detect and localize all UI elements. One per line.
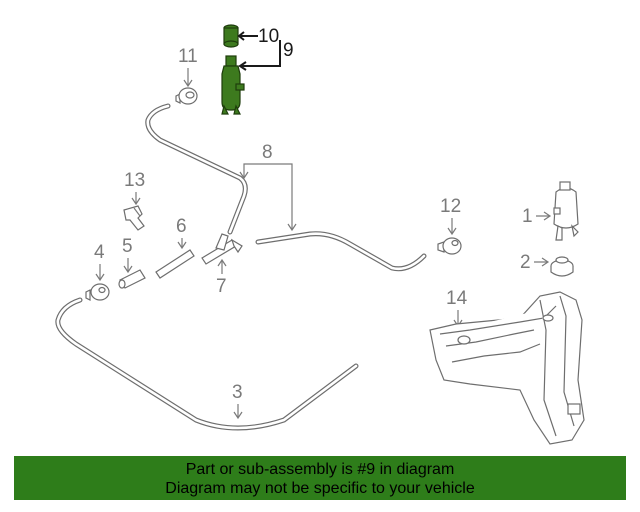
banner-line-1: Part or sub-assembly is #9 in diagram — [185, 461, 455, 478]
leader-7 — [217, 258, 227, 274]
leader-8 — [239, 163, 297, 232]
callout-3: 3 — [232, 382, 243, 403]
part-4-nozzle[interactable] — [85, 283, 110, 301]
leader-2 — [534, 257, 550, 267]
part-2-grommet[interactable] — [550, 256, 574, 277]
leader-6 — [177, 238, 187, 250]
hose-lower — [55, 297, 359, 431]
leader-9-arrow — [238, 61, 247, 71]
leader-4 — [95, 264, 105, 282]
part-9-washer-pump[interactable] — [221, 55, 245, 115]
callout-9: 9 — [283, 40, 294, 61]
hose-right — [255, 231, 427, 272]
leader-3 — [233, 404, 243, 420]
callout-14: 14 — [446, 288, 468, 309]
part-10-cap[interactable] — [223, 24, 239, 48]
part-13-elbow[interactable] — [123, 205, 145, 231]
callout-7: 7 — [216, 276, 227, 297]
leader-9 — [240, 40, 281, 67]
part-11-nozzle[interactable] — [175, 87, 198, 105]
callout-6: 6 — [176, 216, 187, 237]
parts-diagram: 10 9 11 8 12 13 6 — [55, 24, 585, 445]
part-5-connector[interactable] — [118, 269, 146, 289]
callout-8: 8 — [262, 142, 273, 163]
hose-upper — [145, 103, 248, 235]
leader-5 — [123, 258, 133, 274]
callout-1: 1 — [522, 206, 533, 227]
callout-4: 4 — [94, 242, 105, 263]
callout-10: 10 — [258, 26, 279, 47]
callout-2: 2 — [520, 252, 531, 273]
callout-11: 11 — [178, 46, 198, 67]
callout-5: 5 — [122, 236, 133, 257]
part-7-t-fitting[interactable] — [201, 233, 243, 265]
banner-line-2: Diagram may not be specific to your vehi… — [165, 480, 475, 497]
callout-13: 13 — [124, 170, 145, 191]
part-12-nozzle[interactable] — [437, 237, 462, 255]
part-1-washer-pump[interactable] — [553, 181, 579, 241]
info-banner: Part or sub-assembly is #9 in diagram Di… — [14, 456, 626, 500]
callout-12: 12 — [440, 196, 461, 217]
leader-10-arrow — [237, 31, 245, 41]
leader-13 — [131, 192, 141, 206]
part-14-washer-reservoir[interactable] — [429, 291, 585, 445]
leader-1 — [536, 211, 552, 221]
part-6-connector[interactable] — [155, 249, 195, 279]
leader-12 — [447, 218, 457, 236]
leader-11 — [183, 68, 193, 88]
